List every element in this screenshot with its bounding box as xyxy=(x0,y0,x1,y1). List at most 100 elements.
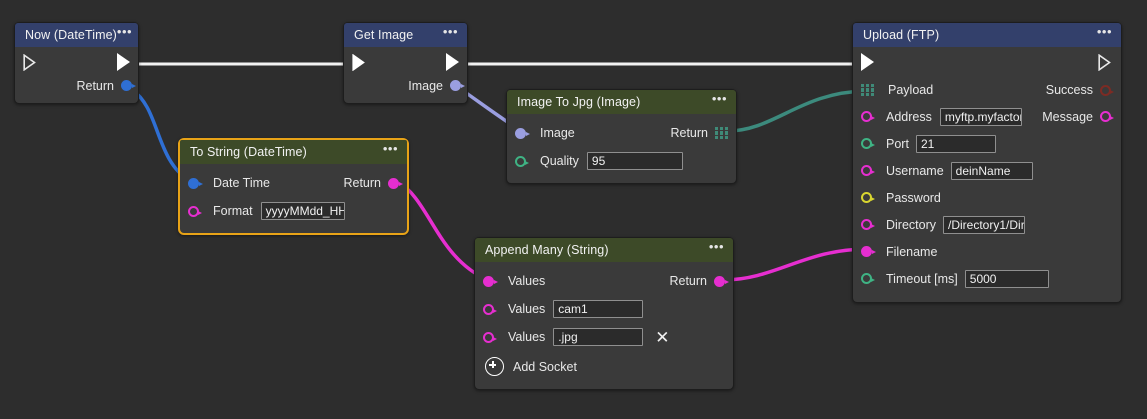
port-row-values-0: Values Return xyxy=(475,267,733,295)
port-label-port: Port xyxy=(886,136,909,151)
node-body: Image xyxy=(344,47,467,103)
ellipsis-icon[interactable]: ••• xyxy=(1096,24,1112,39)
values-input-1[interactable]: cam1 xyxy=(553,300,644,318)
port-row-image: Image xyxy=(344,77,467,103)
socket-format[interactable] xyxy=(188,205,202,217)
port-label-username: Username xyxy=(886,163,944,178)
socket-date-time[interactable] xyxy=(188,177,203,189)
port-label-image: Image xyxy=(408,78,443,93)
node-body: Payload Success Address myftp.myfactory … xyxy=(853,47,1121,302)
port-label-image: Image xyxy=(540,126,575,140)
port-row-filename: Filename xyxy=(853,238,1121,265)
exec-out-arrow[interactable] xyxy=(117,53,130,71)
values-input-2[interactable]: .jpg xyxy=(553,328,644,346)
port-row-values-2: Values .jpg ✕ xyxy=(475,323,733,351)
socket-address[interactable] xyxy=(861,111,875,122)
exec-out-arrow[interactable] xyxy=(446,53,459,71)
port-label-timeout: Timeout [ms] xyxy=(886,271,958,286)
add-socket-button[interactable]: Add Socket xyxy=(475,351,733,385)
exec-row xyxy=(15,47,138,77)
node-header[interactable]: Upload (FTP) ••• xyxy=(853,23,1121,47)
port-row-username: Username deinName xyxy=(853,157,1121,184)
quality-input[interactable]: 95 xyxy=(586,152,683,170)
port-label-return: Return xyxy=(76,78,114,93)
node-header[interactable]: Append Many (String) ••• xyxy=(475,238,733,262)
format-input[interactable]: yyyyMMdd_HH xyxy=(260,202,345,220)
socket-timeout[interactable] xyxy=(861,273,875,284)
port-label-return: Return xyxy=(669,274,707,288)
port-label-message: Message xyxy=(1042,109,1093,124)
node-append-many-string[interactable]: Append Many (String) ••• Values Return V… xyxy=(474,237,734,390)
port-row-quality: Quality 95 xyxy=(507,147,736,175)
node-body: Image Return Quality 95 xyxy=(507,114,736,183)
socket-success[interactable] xyxy=(1100,84,1114,96)
node-header[interactable]: To String (DateTime) ••• xyxy=(180,140,407,164)
node-title: To String (DateTime) xyxy=(190,145,307,159)
ellipsis-icon[interactable]: ••• xyxy=(116,24,133,39)
ellipsis-icon[interactable]: ••• xyxy=(711,91,727,106)
port-row-date-time: Date Time Return xyxy=(180,169,407,197)
grid-socket-payload[interactable] xyxy=(861,83,874,97)
port-row-image: Image Return xyxy=(507,119,736,147)
node-get-image[interactable]: Get Image ••• Image xyxy=(343,22,468,104)
port-row-return: Return xyxy=(15,77,138,103)
socket-username[interactable] xyxy=(861,165,875,176)
node-upload-ftp[interactable]: Upload (FTP) ••• Payload Success xyxy=(852,22,1122,303)
socket-return[interactable] xyxy=(714,275,729,287)
node-header[interactable]: Get Image ••• xyxy=(344,23,467,47)
port-label-success: Success xyxy=(1045,83,1093,97)
close-icon[interactable]: ✕ xyxy=(655,327,670,347)
port-label-return: Return xyxy=(343,176,381,190)
node-title: Image To Jpg (Image) xyxy=(517,95,641,109)
socket-quality[interactable] xyxy=(515,155,529,167)
socket-image-in[interactable] xyxy=(515,127,530,139)
socket-message[interactable] xyxy=(1100,111,1114,122)
port-row-timeout: Timeout [ms] 5000 xyxy=(853,265,1121,292)
port-input[interactable]: 21 xyxy=(915,134,996,153)
exec-in-arrow[interactable] xyxy=(23,53,36,71)
node-to-string-datetime[interactable]: To String (DateTime) ••• Date Time Retur… xyxy=(178,138,409,235)
exec-in-arrow[interactable] xyxy=(861,53,874,71)
address-input[interactable]: myftp.myfactory xyxy=(939,107,1022,126)
port-label-password: Password xyxy=(886,190,941,205)
node-title: Get Image xyxy=(354,28,414,42)
socket-password[interactable] xyxy=(861,192,875,203)
socket-directory[interactable] xyxy=(861,219,875,230)
socket-values-0[interactable] xyxy=(483,275,498,287)
socket-return[interactable] xyxy=(388,177,403,189)
socket-filename[interactable] xyxy=(861,246,876,257)
port-row-address: Address myftp.myfactory Message xyxy=(853,103,1121,130)
port-row-values-1: Values cam1 xyxy=(475,295,733,323)
timeout-input[interactable]: 5000 xyxy=(964,269,1049,288)
username-input[interactable]: deinName xyxy=(950,161,1033,180)
ellipsis-icon[interactable]: ••• xyxy=(708,239,724,254)
node-image-to-jpg[interactable]: Image To Jpg (Image) ••• Image Return Qu… xyxy=(506,89,737,184)
wire-imagetojpg-payload xyxy=(726,89,867,133)
socket-image[interactable] xyxy=(450,80,465,91)
port-label-format: Format xyxy=(213,204,253,218)
socket-port[interactable] xyxy=(861,138,875,149)
add-socket-label: Add Socket xyxy=(513,359,577,374)
socket-return[interactable] xyxy=(121,80,136,91)
exec-row xyxy=(853,47,1121,77)
port-label-filename: Filename xyxy=(886,244,938,259)
ellipsis-icon[interactable]: ••• xyxy=(442,24,458,39)
directory-input[interactable]: /Directory1/Dir xyxy=(943,215,1026,234)
node-body: Return xyxy=(15,47,138,103)
node-now-datetime[interactable]: Now (DateTime) ••• Return xyxy=(14,22,139,104)
exec-out-arrow-hollow[interactable] xyxy=(1098,53,1111,71)
ellipsis-icon[interactable]: ••• xyxy=(382,141,398,156)
port-row-format: Format yyyyMMdd_HH xyxy=(180,197,407,225)
socket-values-1[interactable] xyxy=(483,303,497,315)
port-label-quality: Quality xyxy=(540,154,579,168)
wire-appendmany-filename xyxy=(722,247,868,282)
exec-in-arrow[interactable] xyxy=(352,53,365,71)
socket-values-2[interactable] xyxy=(483,331,497,343)
grid-socket-return[interactable] xyxy=(715,126,728,140)
node-header[interactable]: Image To Jpg (Image) ••• xyxy=(507,90,736,114)
port-label-payload: Payload xyxy=(888,83,934,97)
node-header[interactable]: Now (DateTime) ••• xyxy=(15,23,138,47)
node-body: Values Return Values cam1 Values .jpg ✕ xyxy=(475,262,733,389)
port-label-directory: Directory xyxy=(886,217,937,232)
